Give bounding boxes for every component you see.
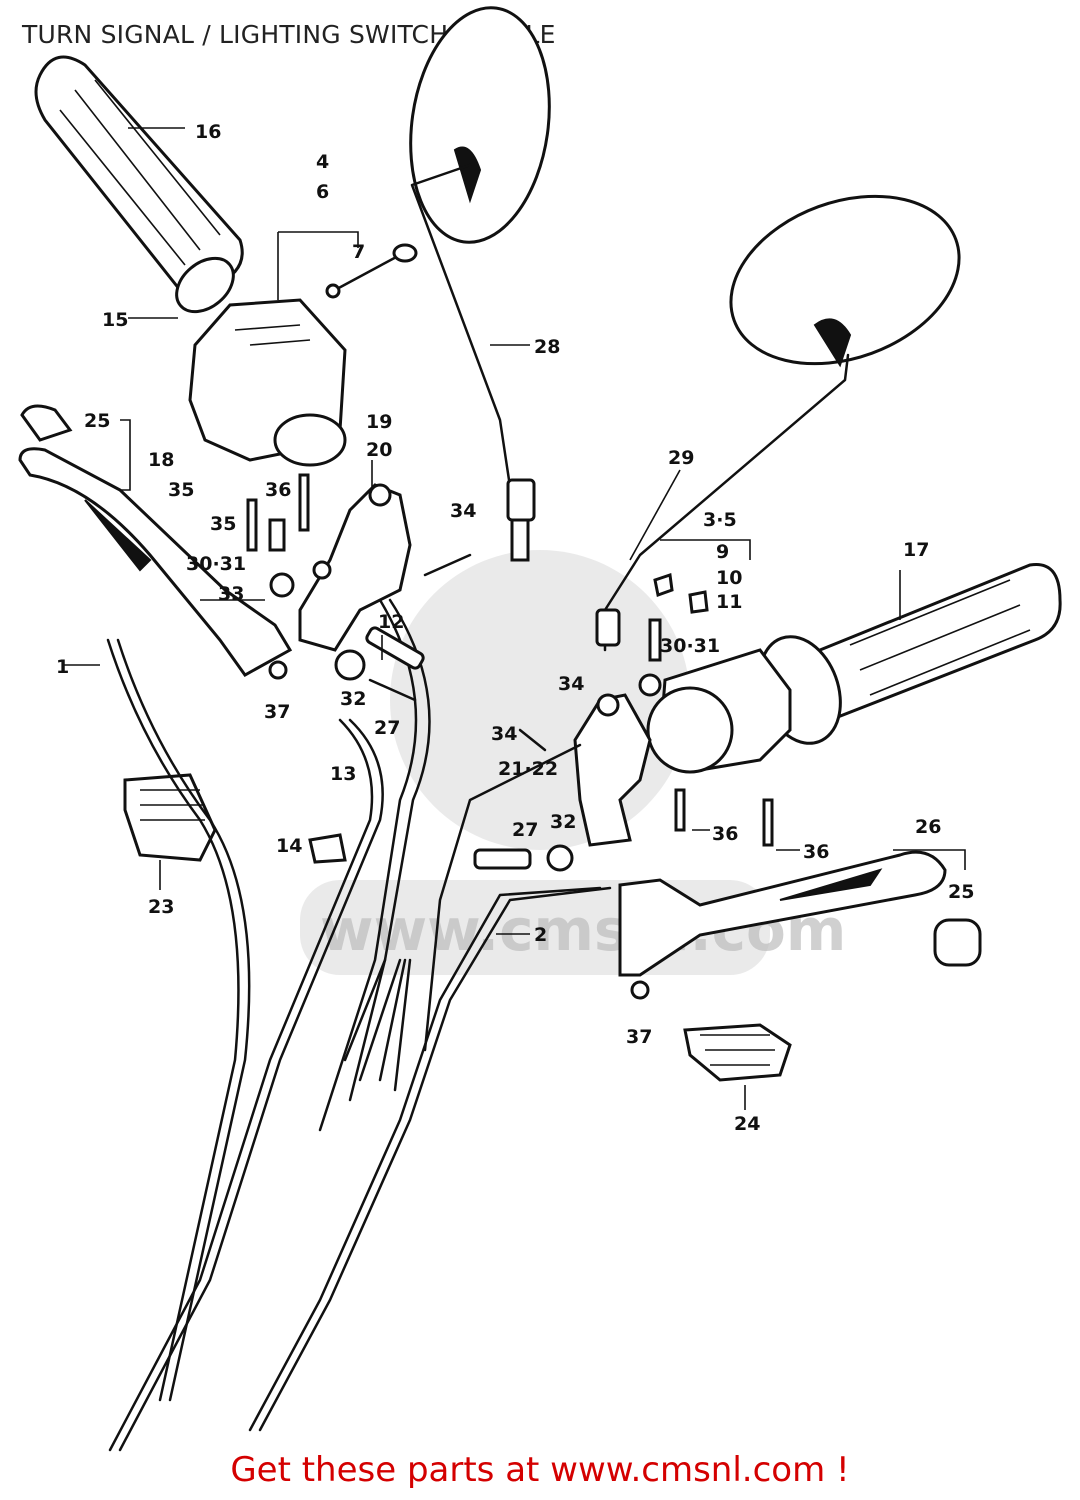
callout-37: 37	[626, 1026, 652, 1048]
callout-16: 16	[195, 121, 221, 143]
callout-26: 26	[915, 816, 941, 838]
callout-18: 18	[148, 449, 174, 471]
left-lever-bracket	[298, 483, 412, 652]
callout-34: 34	[450, 500, 476, 522]
callout-32: 32	[340, 688, 366, 710]
callout-19: 19	[366, 411, 392, 433]
callout-24: 24	[734, 1113, 760, 1135]
callout-30-31: 30·31	[186, 553, 246, 575]
callout-13: 13	[330, 763, 356, 785]
callout-36: 36	[265, 479, 291, 501]
callout-25: 25	[948, 881, 974, 903]
callout-35: 35	[168, 479, 194, 501]
callout-11: 11	[716, 591, 742, 613]
right-grip	[758, 562, 1062, 745]
callout-7: 7	[352, 241, 365, 263]
right-lever	[618, 850, 982, 977]
callout-21-22: 21·22	[498, 758, 558, 780]
callout-34: 34	[558, 673, 584, 695]
callout-17: 17	[903, 539, 929, 561]
callout-3-5: 3·5	[703, 509, 737, 531]
callout-29: 29	[668, 447, 694, 469]
cables	[106, 598, 612, 1452]
callout-10: 10	[716, 567, 742, 589]
callout-27: 27	[374, 717, 400, 739]
callout-1: 1	[56, 656, 69, 678]
callout-36: 36	[712, 823, 738, 845]
callout-23: 23	[148, 896, 174, 918]
callout-20: 20	[366, 439, 392, 461]
callout-37: 37	[264, 701, 290, 723]
callout-6: 6	[316, 181, 329, 203]
callout-32: 32	[550, 811, 576, 833]
left-switch-housing	[188, 298, 347, 467]
callout-28: 28	[534, 336, 560, 358]
left-lever	[18, 404, 293, 677]
footer-link[interactable]: Get these parts at www.cmsnl.com !	[230, 1450, 850, 1490]
callout-35: 35	[210, 513, 236, 535]
right-switch-housing	[646, 648, 792, 774]
callout-15: 15	[102, 309, 128, 331]
screw-7	[325, 243, 418, 299]
callout-36: 36	[803, 841, 829, 863]
callout-9: 9	[716, 541, 729, 563]
callout-2: 2	[534, 924, 547, 946]
left-mirror	[409, 6, 551, 562]
right-lever-bracket	[573, 693, 652, 847]
callout-34: 34	[491, 723, 517, 745]
left-grip	[34, 55, 244, 314]
callout-33: 33	[218, 583, 244, 605]
callout-14: 14	[276, 835, 302, 857]
callout-25: 25	[84, 410, 110, 432]
hardware	[246, 473, 774, 1000]
callout-30-31: 30·31	[660, 635, 720, 657]
callout-12: 12	[378, 611, 404, 633]
switch-body-23	[123, 773, 217, 862]
callout-27: 27	[512, 819, 538, 841]
switch-body-24	[683, 1023, 792, 1082]
callout-4: 4	[316, 151, 329, 173]
right-mirror	[595, 194, 961, 652]
leader-lines	[64, 127, 966, 1110]
